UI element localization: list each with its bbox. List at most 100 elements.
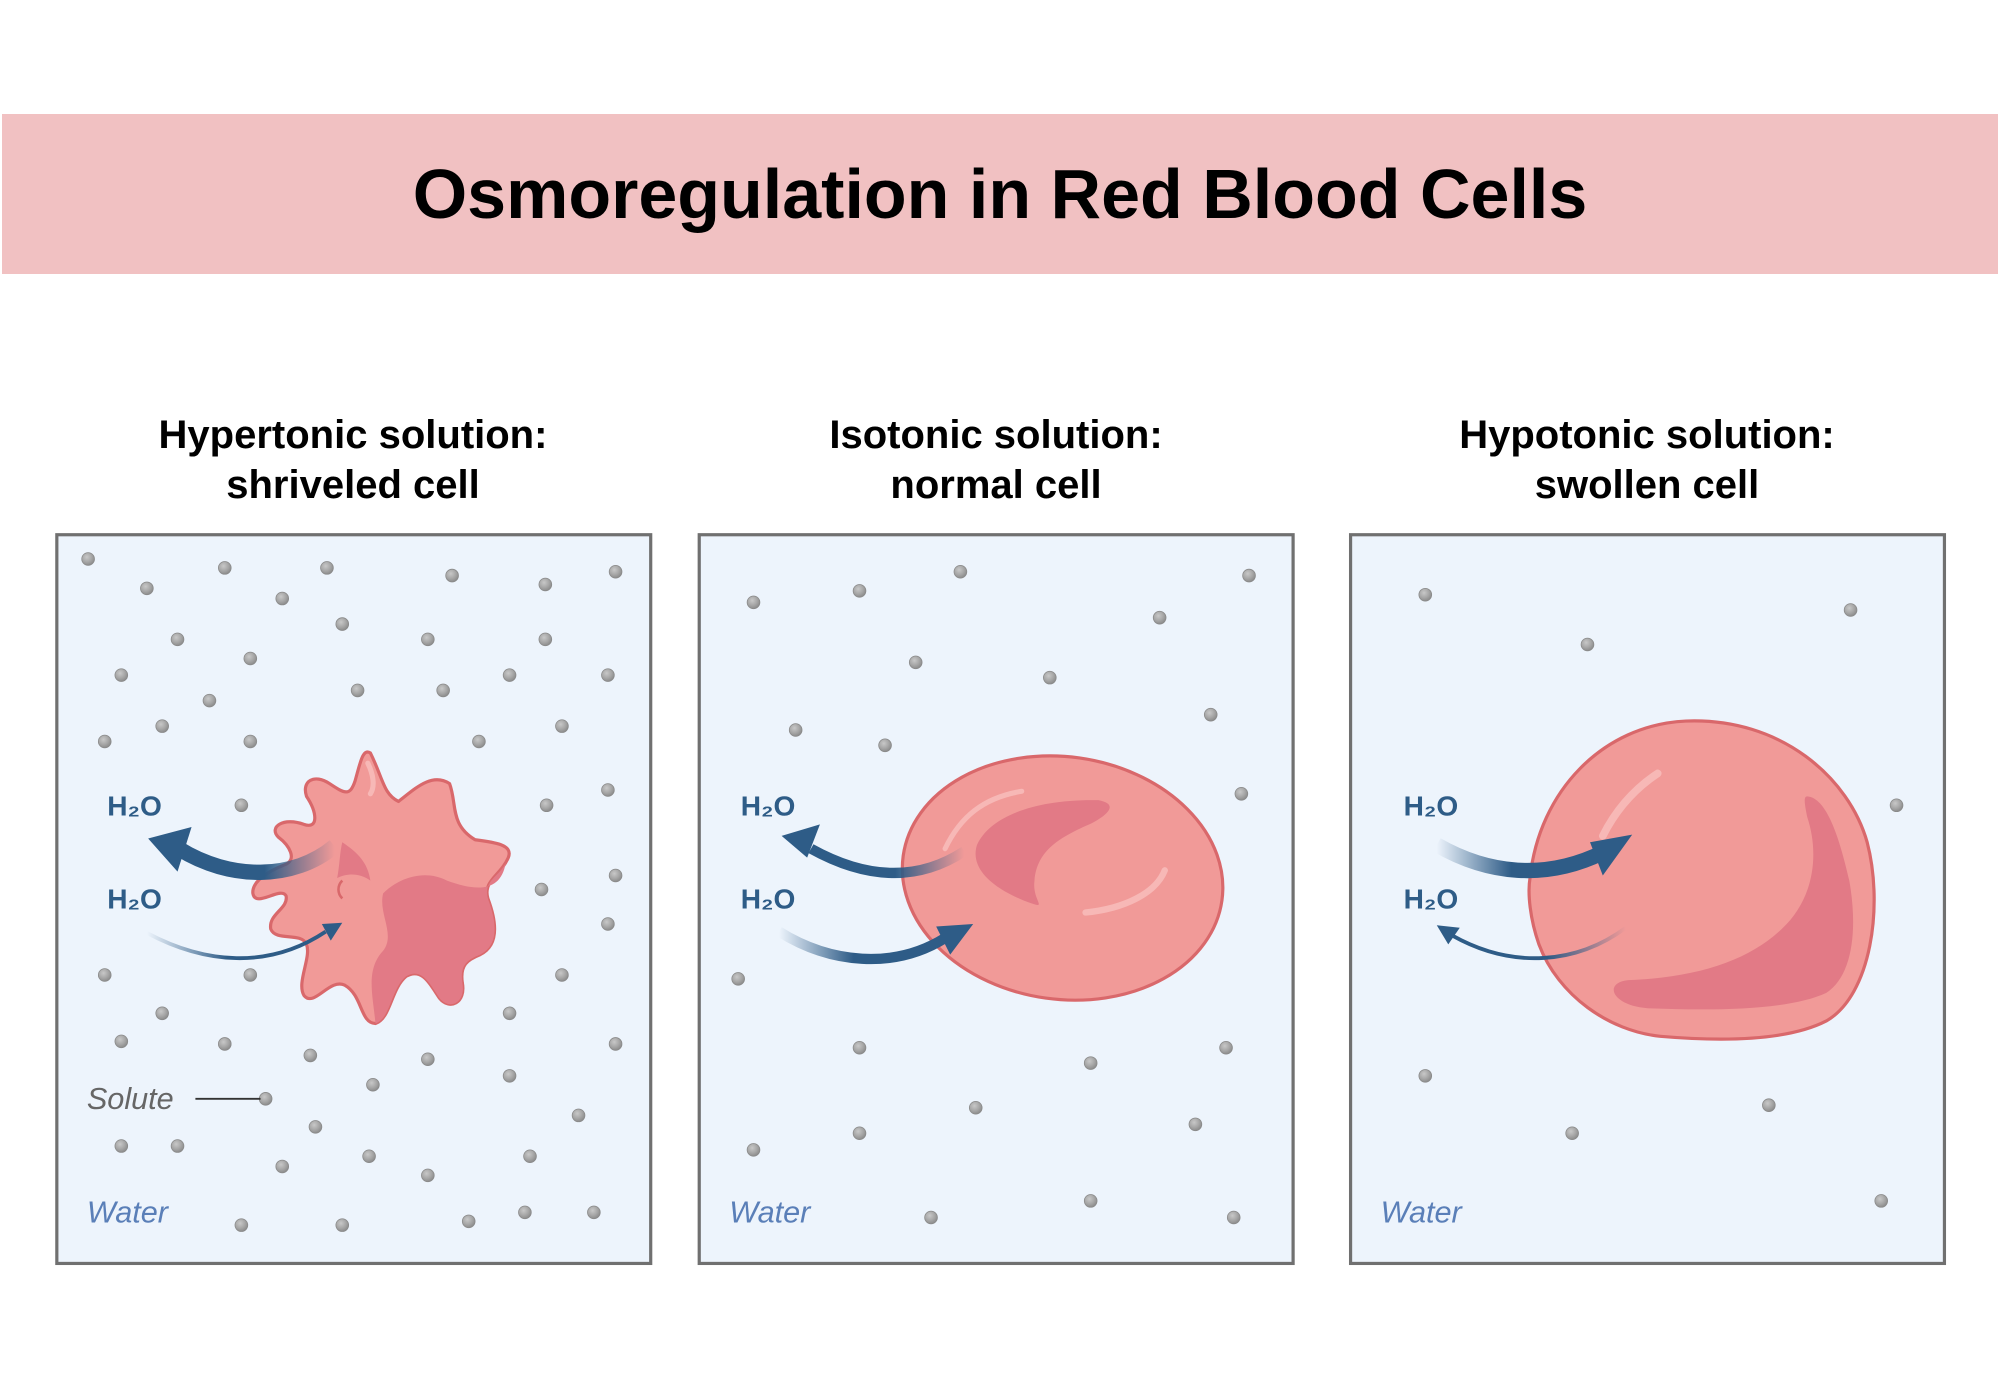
solute-particle [1188,1117,1203,1132]
arrow-head-out [148,826,192,872]
solute-particle [308,1120,323,1134]
solute-particle [601,917,615,931]
solute-particle [587,1205,601,1220]
title-banner: Osmoregulation in Red Blood Cells [2,114,1998,274]
panel-title-line1: Isotonic solution: [829,413,1163,457]
normal-cell [900,754,1225,1002]
solute-particle [601,783,615,797]
h2o-label-bottom: H₂O [741,884,796,915]
solute-particle [243,651,258,666]
solute-particles [731,564,1256,1225]
solute-particle [202,693,217,708]
solute-particle [97,968,112,982]
solute-particle [243,968,258,982]
solute-particle [1203,707,1218,722]
solute-particle [1580,637,1595,652]
h2o-label-top: H₂O [1404,791,1459,822]
solute-particle [1889,798,1904,813]
solute-particle [953,564,968,579]
solute-particle [502,1069,517,1083]
solute-particle [852,584,867,598]
solute-particle [1874,1194,1888,1208]
solute-particle [968,1100,983,1115]
solute-particle [362,1149,376,1164]
solute-particle [908,655,923,670]
solute-particle [746,1143,761,1157]
solute-particle [1226,1210,1241,1225]
arrow-water-out [174,840,340,880]
solute-particle [538,577,553,592]
solute-particle [1762,1098,1776,1112]
solute-particle [534,882,549,897]
solute-particle [1418,587,1433,602]
h2o-label-bottom: H₂O [1404,884,1459,915]
solute-particle [243,734,258,749]
solute-particle [366,1078,380,1092]
arrow-water-out [808,844,968,879]
arrow-water-in [1432,838,1607,879]
solute-particle [1083,1056,1098,1070]
panel-hypertonic: H₂O H₂O Solute Water [55,533,653,1266]
solute-particle [1234,787,1249,801]
solute-particle [608,868,623,883]
arrow-head-out [781,824,820,858]
solute-particle [1843,603,1858,617]
solute-particle [335,1218,350,1232]
solute-particle [170,632,185,647]
solute-particle [335,617,350,631]
solute-particle [1083,1194,1098,1208]
panel-title-isotonic: Isotonic solution: normal cell [696,410,1296,510]
solute-particle [275,1159,290,1174]
solute-particle [852,1041,867,1055]
arrow-head-in [1590,834,1633,876]
arrow-water-out [1451,926,1627,961]
panel-title-line2: normal cell [890,463,1102,507]
solute-particle [170,1139,185,1153]
arrow-head-out [1436,925,1460,945]
solute-particle [746,595,761,610]
solute-particles [81,552,623,1232]
solute-particle [924,1210,938,1225]
solute-particle [320,561,334,575]
h2o-label-top: H₂O [741,791,796,822]
solute-particle [608,564,623,579]
solute-particle [523,1149,537,1164]
arrow-water-in [776,927,948,965]
solute-particle [114,668,129,682]
solute-particle [555,719,569,733]
solute-particle [555,968,569,982]
solute-particle [421,1052,435,1067]
solute-particle [155,719,169,733]
solute-particle [731,972,745,986]
solute-particle [502,668,517,682]
water-label: Water [729,1196,812,1230]
solute-particle [81,552,95,566]
solute-particle [1565,1126,1579,1141]
solute-particle [275,591,290,606]
page-title: Osmoregulation in Red Blood Cells [412,155,1588,233]
panel-title-line2: swollen cell [1534,463,1760,507]
solute-label: Solute [87,1082,174,1116]
solute-particle [350,683,365,698]
panel-title-hypotonic: Hypotonic solution: swollen cell [1347,410,1947,510]
solute-particle [878,738,892,753]
solute-particle [114,1139,129,1153]
solute-particle [472,734,486,749]
h2o-label-top: H₂O [107,791,162,822]
water-label: Water [87,1196,170,1230]
solute-particle [258,1092,273,1106]
shriveled-cell [251,750,511,1026]
solute-particle [218,561,232,575]
arrow-head-in [936,923,974,955]
arrow-water-in [145,930,327,961]
solute-particle [445,568,459,583]
solute-particle [436,683,450,698]
panel-isotonic: H₂O H₂O Water [697,533,1295,1266]
h2o-label-bottom: H₂O [107,884,162,915]
solute-particle [218,1037,232,1051]
solute-particle [140,581,154,596]
water-label: Water [1381,1196,1464,1230]
solute-particles [1418,587,1904,1208]
solute-particle [518,1205,532,1220]
panel-hypotonic: H₂O H₂O Water [1348,533,1947,1266]
